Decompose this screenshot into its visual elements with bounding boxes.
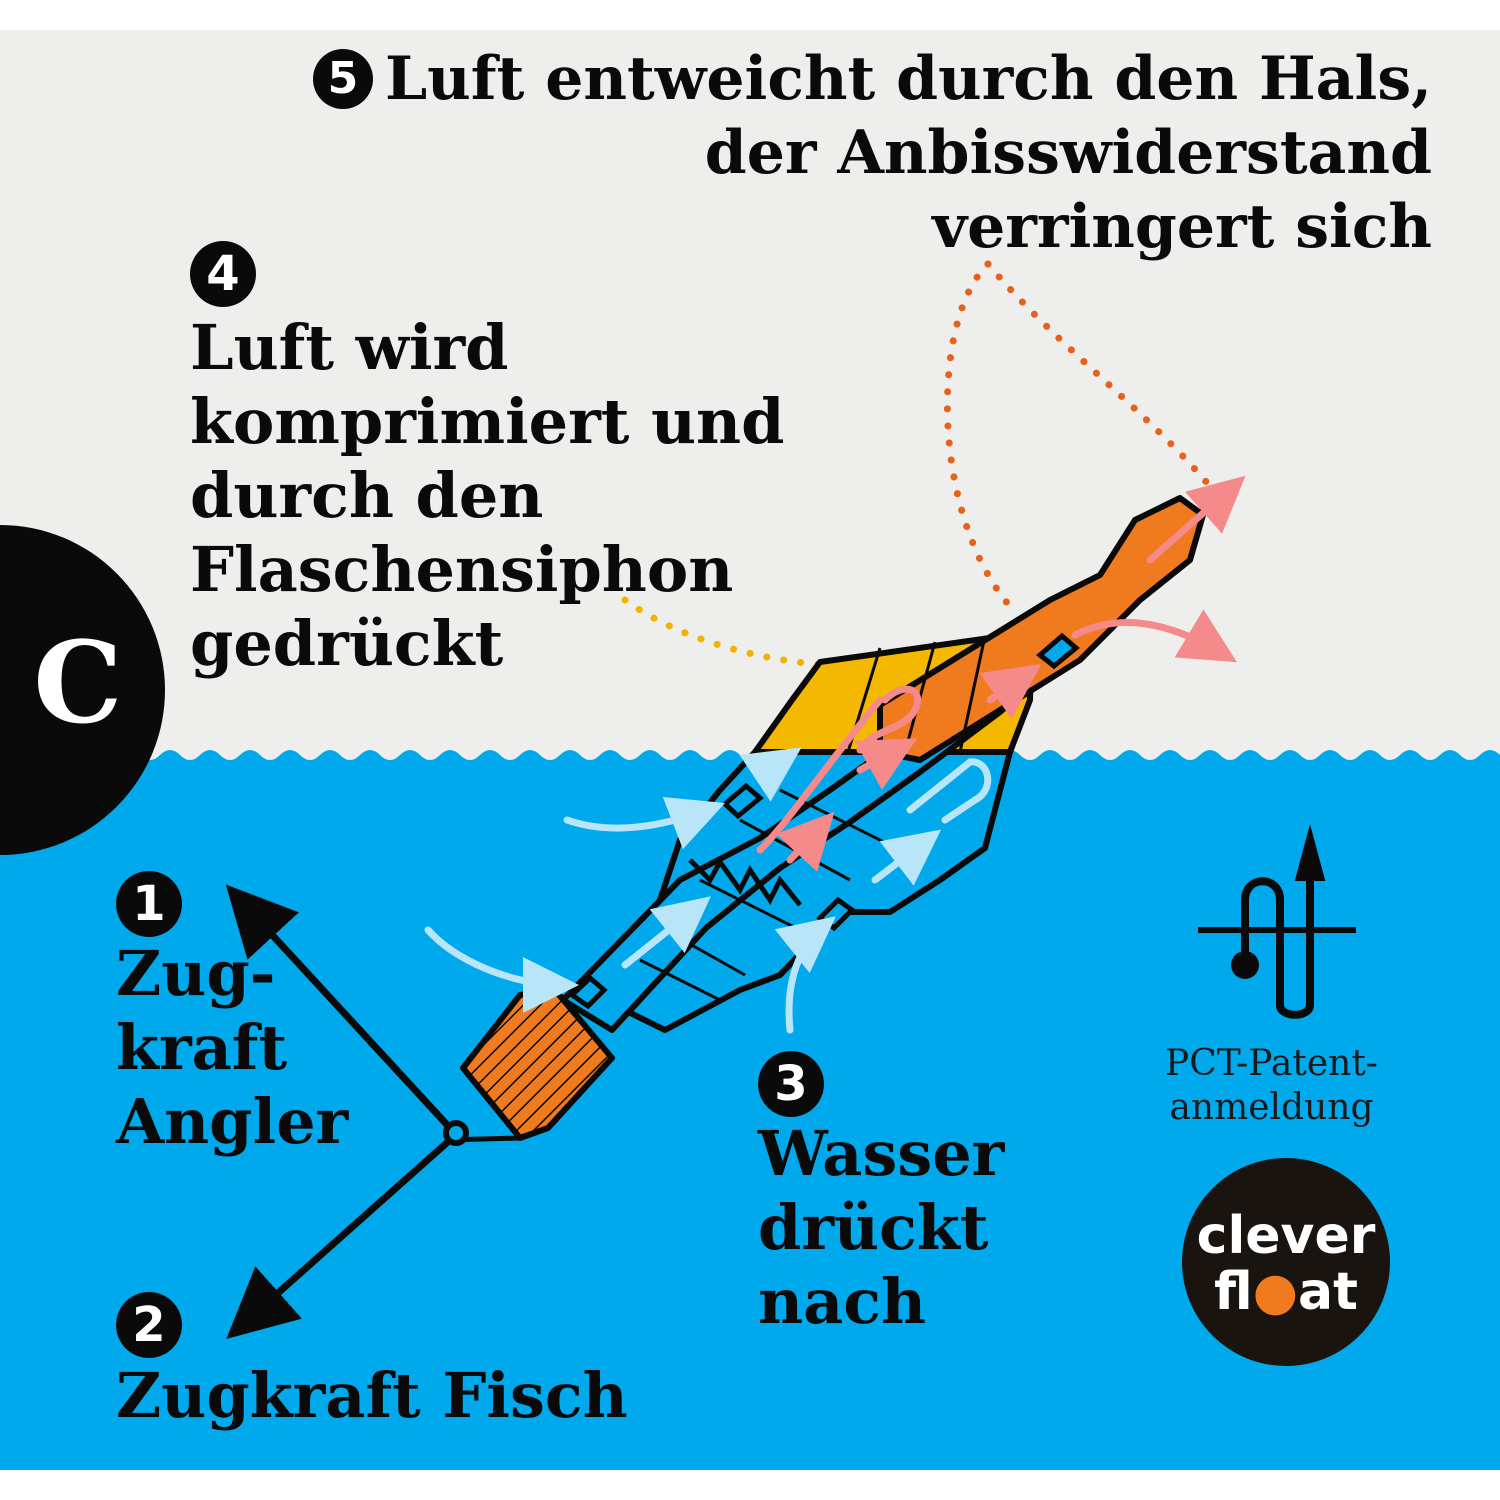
callout-3-line-1: Wasser (758, 1117, 1005, 1190)
callout-4-line-4: Flaschensiphon (190, 533, 734, 606)
section-badge (0, 525, 165, 855)
logo-line-2: fl●at (1182, 1266, 1390, 1318)
callout-water-pushes: 3 Wasser drückt nach (758, 1042, 1004, 1339)
air-flow-arrows (756, 475, 1246, 872)
callout-air-compressed: 4 Luft wird komprimiert und durch den Fl… (190, 232, 784, 681)
callout-pull-fish: 2 Zugkraft Fisch (116, 1282, 628, 1434)
pull-angler-arrow (225, 884, 453, 1131)
callout-5-line-2: der Anbisswiderstand (704, 118, 1432, 188)
force-arrows (225, 884, 453, 1339)
callout-4-line-2: komprimiert und (190, 385, 785, 458)
water-flow-arrows (424, 747, 992, 1034)
siphon-symbol (1198, 824, 1356, 1019)
callout-1-line-1: Zug- (116, 937, 276, 1010)
callout-5-line-1: Luft entweicht durch den Hals, (384, 44, 1432, 114)
step-number-2: 2 (116, 1292, 182, 1358)
callout-4-line-3: durch den (190, 459, 544, 532)
step-number-4: 4 (190, 241, 256, 307)
step-number-3: 3 (758, 1051, 824, 1117)
pull-fish-arrow (226, 1137, 453, 1339)
patent-line-1: PCT-Patent- (1165, 1043, 1378, 1084)
logo-text-fl: fl (1214, 1262, 1253, 1322)
patent-notice: PCT-Patent- anmeldung (1165, 1042, 1378, 1130)
step-number-1: 1 (116, 871, 182, 937)
logo-line-1: clever (1196, 1206, 1376, 1266)
leader-line-5a (944, 260, 1019, 616)
step-number-5: 5 (312, 49, 373, 109)
leader-line-5b (984, 260, 1229, 509)
callout-4-line-5: gedrückt (190, 607, 504, 680)
sky-panel (0, 30, 1500, 760)
callout-1-line-3: Angler (116, 1085, 349, 1158)
section-letter: C (33, 618, 123, 749)
patent-line-2: anmeldung (1169, 1087, 1374, 1128)
callout-pull-angler: 1 Zug- kraft Angler (116, 862, 348, 1159)
logo-text-at: at (1297, 1262, 1358, 1322)
leader-line-4 (621, 596, 829, 669)
callout-1-line-2: kraft (116, 1011, 288, 1084)
callout-5-line-3: verringert sich (932, 192, 1432, 262)
logo-dot-icon: ● (1252, 1262, 1298, 1322)
cleverfloat-logo: clever fl●at (1182, 1158, 1390, 1366)
water-panel (0, 750, 1500, 1470)
callout-2-text: Zugkraft Fisch (116, 1359, 628, 1432)
callout-3-line-2: drückt (758, 1191, 989, 1264)
callout-3-line-3: nach (758, 1265, 927, 1338)
siphon-teeth (688, 857, 802, 907)
callout-4-line-1: Luft wird (190, 311, 509, 384)
